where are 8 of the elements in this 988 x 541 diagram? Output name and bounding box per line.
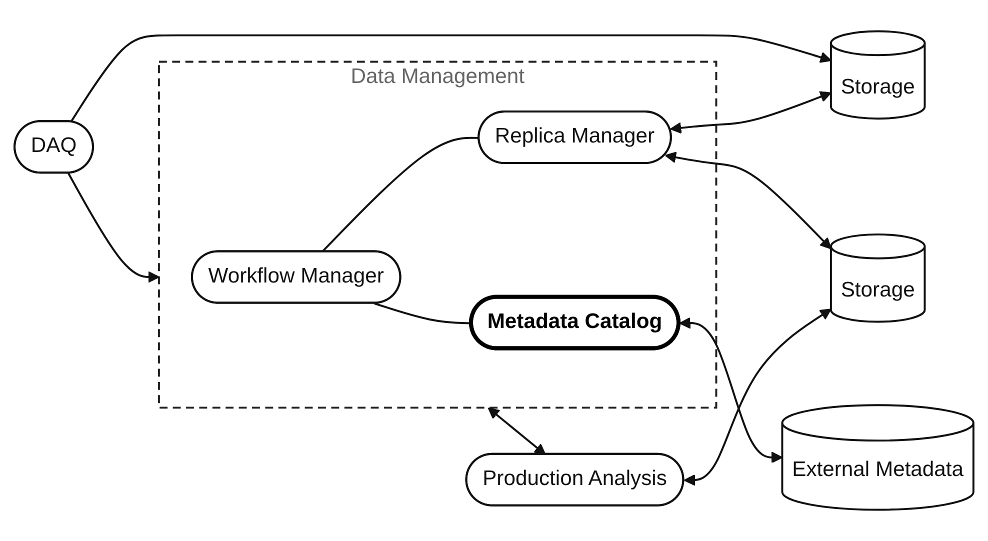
arrow (488, 408, 546, 456)
arrow (67, 172, 160, 283)
arrow (70, 34, 832, 122)
arrow (679, 317, 783, 464)
arrow (670, 91, 832, 134)
connector (321, 136, 480, 253)
arrow (684, 308, 832, 486)
arrow (664, 152, 832, 250)
